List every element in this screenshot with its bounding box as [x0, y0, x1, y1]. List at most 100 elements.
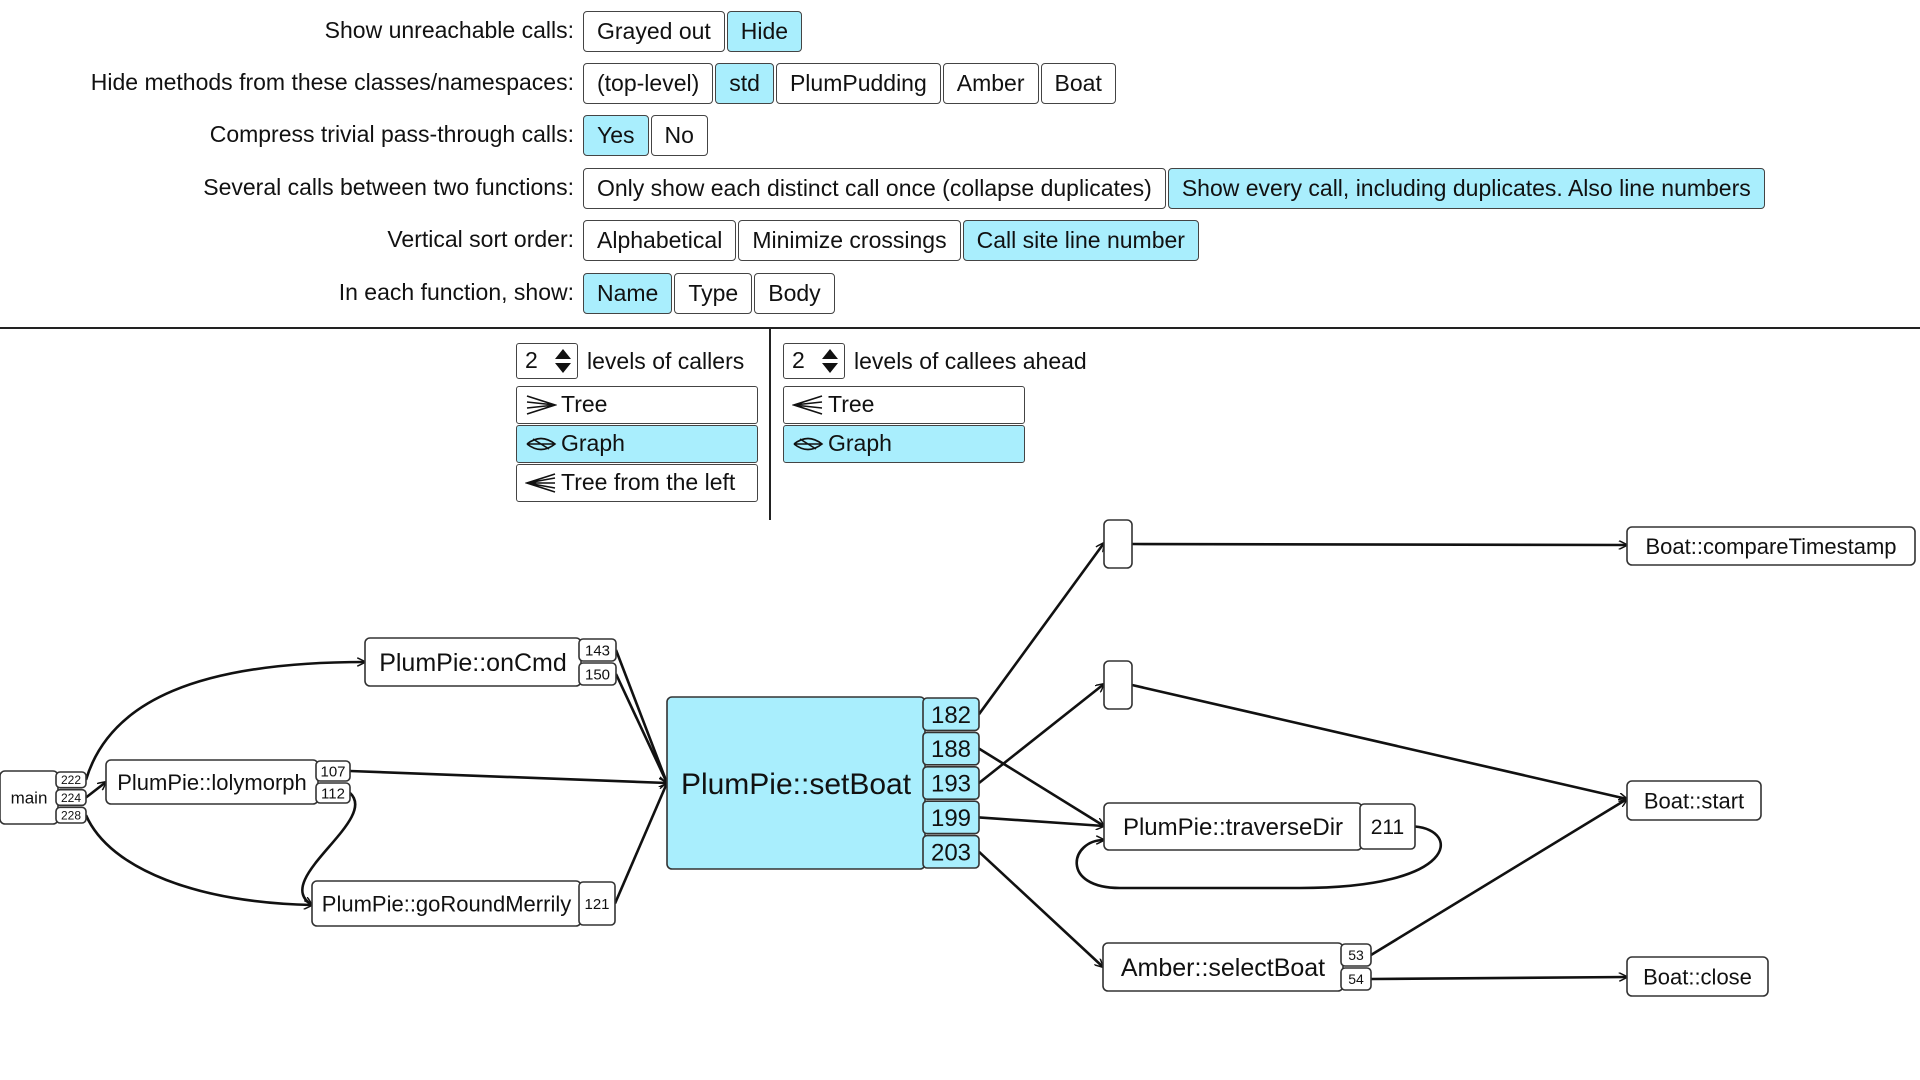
line-number: 121	[584, 896, 609, 913]
option-button-duplicates-1[interactable]: Show every call, including duplicates. A…	[1167, 168, 1765, 209]
callers-tree-left-button[interactable]: Tree from the left	[516, 464, 758, 502]
tree-from-left-icon	[525, 473, 556, 493]
node-compareTimestamp[interactable]: Boat::compareTimestamp	[1626, 526, 1916, 566]
line-number-box	[315, 760, 351, 782]
option-button-sort-order-0[interactable]: Alphabetical	[583, 220, 737, 261]
edge-goRound-setBoat	[613, 783, 667, 905]
option-buttons-duplicates: Only show each distinct call once (colla…	[583, 168, 1765, 209]
line-number: 182	[931, 702, 971, 729]
line-number: 188	[931, 736, 971, 763]
option-button-hide-classes-0[interactable]: (top-level)	[583, 63, 714, 104]
stepper-arrows-icon[interactable]	[821, 348, 839, 374]
line-number-box	[1359, 803, 1416, 850]
tree-right-icon	[526, 395, 557, 415]
option-label-function-show: In each function, show:	[338, 279, 574, 305]
callees-tree-button[interactable]: Tree	[783, 386, 1025, 424]
passthrough-node-0[interactable]	[1103, 519, 1133, 569]
edge-lolymorph107-setBoat	[349, 769, 667, 783]
callers-tree-left-label: Tree from the left	[561, 469, 736, 495]
option-button-unreachable-1[interactable]: Hide	[726, 11, 803, 52]
passthrough-box	[1103, 519, 1133, 569]
edge-traverseDir-self	[1075, 825, 1443, 890]
callees-levels-label: levels of callees ahead	[854, 348, 1087, 374]
line-number-box	[922, 697, 980, 732]
option-button-hide-classes-1[interactable]: std	[715, 63, 774, 104]
line-number: 222	[61, 773, 81, 787]
node-close[interactable]: Boat::close	[1626, 956, 1769, 997]
node-box	[1626, 956, 1769, 997]
callees-tree-label: Tree	[828, 391, 875, 417]
node-label: PlumPie::onCmd	[379, 649, 567, 677]
node-label: PlumPie::traverseDir	[1123, 814, 1343, 841]
option-row-duplicates: Several calls between two functions: Only…	[0, 165, 1920, 209]
line-number: 211	[1371, 816, 1404, 839]
line-number: 228	[61, 808, 81, 822]
option-button-sort-order-2[interactable]: Call site line number	[962, 220, 1199, 261]
line-number-box	[578, 638, 617, 662]
line-number-box	[578, 662, 617, 686]
callers-graph-label: Graph	[561, 430, 625, 456]
passthrough-node-1[interactable]	[1103, 660, 1133, 710]
callers-graph-button[interactable]: Graph	[516, 425, 758, 463]
node-box	[1626, 526, 1916, 566]
option-button-hide-classes-2[interactable]: PlumPudding	[775, 63, 941, 104]
line-number-box	[55, 806, 87, 824]
callers-levels-stepper[interactable]: 2	[516, 343, 578, 379]
line-number: 224	[61, 791, 81, 805]
line-number: 53	[1348, 947, 1364, 963]
panel-divider	[769, 328, 771, 520]
node-box	[364, 637, 582, 687]
line-number: 107	[320, 763, 345, 780]
edge-main-lolymorph	[85, 782, 106, 799]
option-button-function-show-1[interactable]: Type	[674, 273, 753, 314]
option-button-function-show-0[interactable]: Name	[583, 273, 673, 314]
option-button-hide-classes-4[interactable]: Boat	[1040, 63, 1116, 104]
node-label: PlumPie::lolymorph	[117, 770, 307, 795]
line-number: 54	[1348, 971, 1364, 987]
line-number: 199	[931, 805, 971, 832]
callers-levels-label: levels of callers	[587, 348, 745, 374]
option-button-duplicates-0[interactable]: Only show each distinct call once (colla…	[583, 168, 1166, 209]
line-number-box	[55, 771, 87, 789]
node-start[interactable]: Boat::start	[1626, 780, 1762, 821]
line-number: 150	[585, 666, 610, 683]
edge-main-onCmd	[84, 662, 365, 781]
stepper-arrows-icon[interactable]	[554, 348, 572, 374]
option-button-sort-order-1[interactable]: Minimize crossings	[738, 220, 961, 261]
edge-selectBoat54-close	[1370, 977, 1627, 979]
line-number-box	[922, 765, 980, 800]
line-number-box	[55, 788, 87, 807]
option-label-unreachable: Show unreachable calls:	[324, 17, 574, 43]
line-number-box	[1340, 967, 1372, 991]
callees-graph-button[interactable]: Graph	[783, 425, 1025, 463]
node-traverseDir[interactable]: PlumPie::traverseDir 211	[1103, 802, 1416, 851]
option-button-unreachable-0[interactable]: Grayed out	[583, 11, 725, 52]
line-number: 193	[931, 771, 971, 798]
callers-levels-value: 2	[525, 347, 538, 373]
option-button-hide-classes-3[interactable]: Amber	[942, 63, 1039, 104]
graph-icon	[793, 437, 824, 451]
option-label-duplicates: Several calls between two functions:	[203, 174, 574, 200]
callers-tree-button[interactable]: Tree	[516, 386, 758, 424]
option-button-compress-0[interactable]: Yes	[583, 115, 649, 156]
node-box	[1626, 780, 1762, 821]
callees-levels-stepper[interactable]: 2	[783, 343, 845, 379]
option-button-function-show-2[interactable]: Body	[754, 273, 835, 314]
edge-pass-compareTimestamp	[1131, 544, 1627, 545]
line-number: 143	[585, 642, 610, 659]
option-button-compress-1[interactable]: No	[650, 115, 708, 156]
